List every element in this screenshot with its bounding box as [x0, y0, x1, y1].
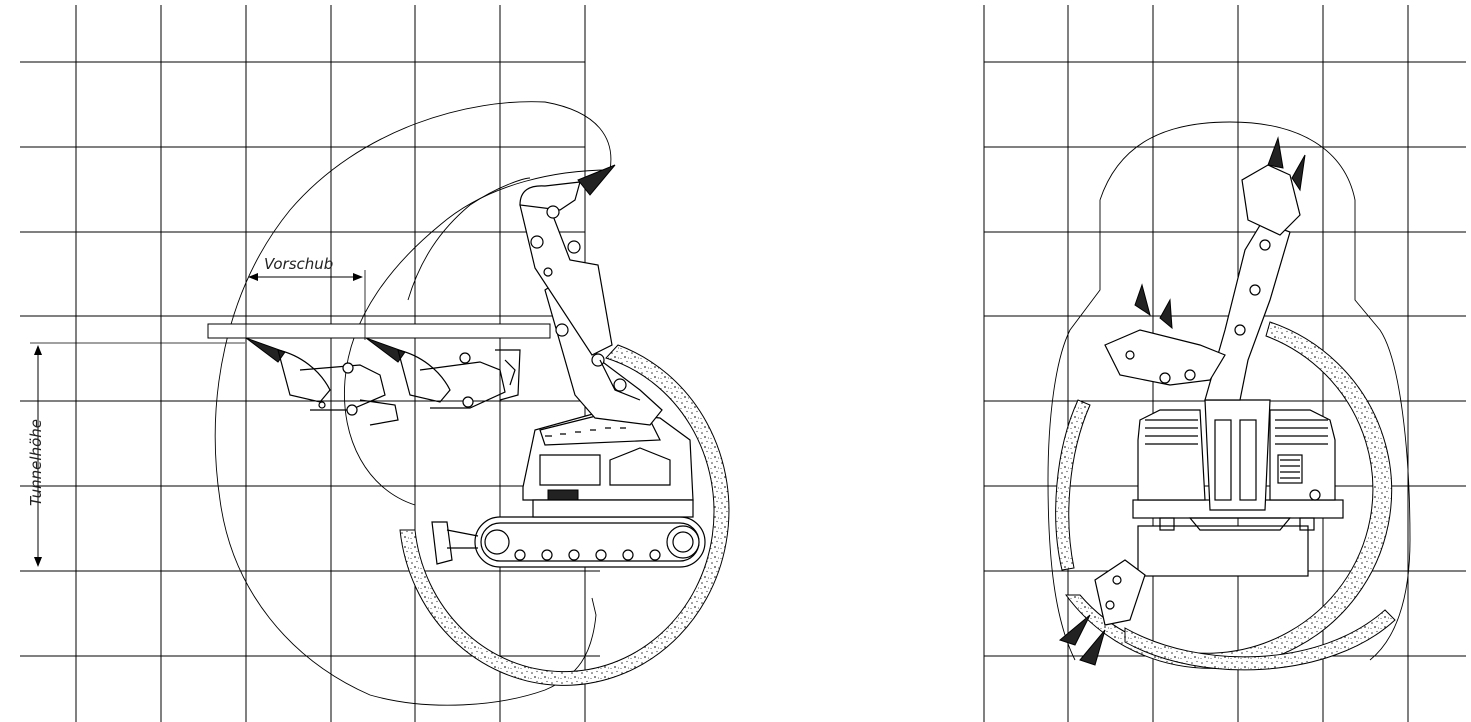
front-arm-left [1104, 283, 1226, 386]
front-envelope [1047, 121, 1411, 661]
working-envelope-outer [214, 101, 612, 706]
excavator-arm [519, 164, 663, 426]
tunnel-height-label: Tunnelhöhe [27, 419, 45, 506]
grid-left [20, 5, 600, 722]
tunnel-ring [399, 344, 730, 686]
machine-body [522, 411, 694, 518]
tool-position-1 [245, 337, 399, 426]
dozer-blade [431, 521, 479, 565]
tunnel-ceiling [207, 323, 551, 339]
front-tunnel-ring-left [1055, 399, 1091, 571]
front-machine-body [1137, 399, 1336, 511]
working-envelope-reach [407, 177, 531, 301]
tunnel-height-dimension: Tunnelhöhe [27, 342, 245, 567]
tool-position-2 [365, 337, 521, 409]
feed-label: Vorschub [264, 255, 333, 273]
crawler-track [474, 516, 706, 568]
front-machine-base [1132, 499, 1344, 577]
front-arm-lower [1058, 559, 1146, 666]
front-tunnel-ring [1065, 321, 1393, 669]
side-view: Vorschub Tunnelhöhe [27, 101, 730, 706]
front-tunnel-ring-bottom [1124, 609, 1396, 671]
front-arm-raised [1204, 136, 1306, 401]
working-envelope-inner [343, 169, 611, 506]
front-view [1047, 121, 1411, 671]
feed-dimension: Vorschub [245, 255, 366, 340]
